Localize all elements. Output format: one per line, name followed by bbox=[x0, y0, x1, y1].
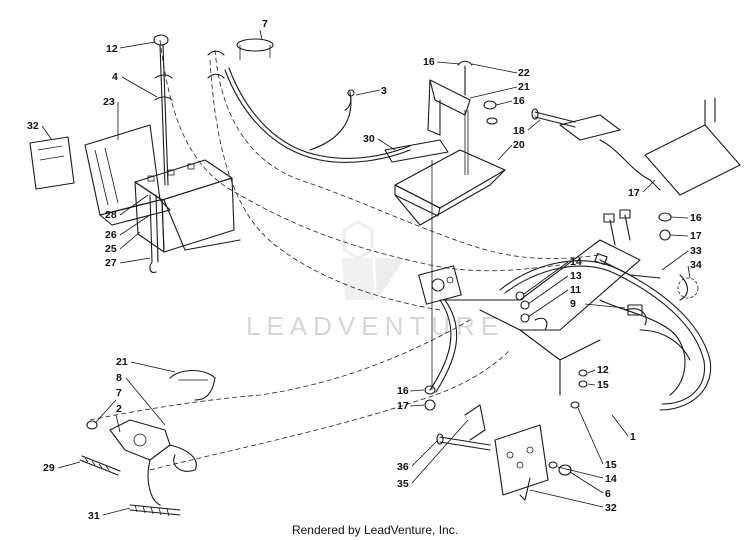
callout-23: 22 bbox=[518, 67, 530, 79]
callout-1: 1 bbox=[630, 431, 636, 443]
callout-7: 7 bbox=[116, 387, 122, 399]
callout-3: 3 bbox=[381, 85, 387, 97]
callout-15: 15 bbox=[597, 379, 609, 391]
callout-30: 31 bbox=[88, 510, 100, 522]
callout-24: 23 bbox=[103, 96, 115, 108]
callout-14b: 14 bbox=[605, 473, 617, 485]
callout-28: 28 bbox=[105, 209, 117, 221]
callout-12: 13 bbox=[570, 270, 582, 282]
battery-strap bbox=[153, 34, 274, 186]
callout-17b: 17 bbox=[690, 230, 702, 242]
callout-4: 4 bbox=[112, 71, 118, 83]
callout-32: 32 bbox=[27, 120, 39, 132]
callout-34: 33 bbox=[690, 245, 702, 257]
callout-20: 21 bbox=[116, 356, 128, 368]
headlight-bracket bbox=[531, 97, 741, 241]
battery bbox=[134, 159, 241, 273]
callout-17: 17 bbox=[397, 400, 409, 412]
callout-10: 9 bbox=[570, 298, 576, 310]
callout-16c: 16 bbox=[690, 212, 702, 224]
callout-11b: 11 bbox=[570, 284, 581, 296]
callout-33: 32 bbox=[605, 502, 617, 514]
watermark-brand: LEADVENTURE bbox=[246, 311, 504, 341]
callout-19: 18 bbox=[513, 125, 525, 137]
callout-8: 8 bbox=[116, 372, 122, 384]
watermark: LEADVENTURE bbox=[246, 220, 504, 341]
callout-22: 21 bbox=[518, 81, 530, 93]
callout-11: 12 bbox=[106, 43, 118, 55]
callout-26: 26 bbox=[105, 229, 117, 241]
callout-37: 36 bbox=[397, 461, 409, 473]
callout-16: 16 bbox=[423, 56, 435, 68]
callout-13: 14 bbox=[570, 256, 582, 268]
callout-2: 2 bbox=[116, 403, 122, 415]
callout-16b: 16 bbox=[513, 95, 525, 107]
footer-credit: Rendered by LeadVenture, Inc. bbox=[291, 523, 459, 537]
callout-29: 29 bbox=[43, 462, 55, 474]
callout-15b: 15 bbox=[605, 459, 617, 471]
callout-31: 30 bbox=[363, 133, 375, 145]
battery-bracket bbox=[384, 60, 506, 226]
callout-21: 20 bbox=[513, 139, 525, 151]
horn-assembly bbox=[79, 369, 216, 517]
callout-9: 7 bbox=[262, 18, 268, 30]
callouts: 12 4 23 32 7 3 28 26 25 27 30 16 22 21 1… bbox=[27, 18, 702, 522]
callout-36: 35 bbox=[397, 478, 409, 490]
battery-cover bbox=[29, 124, 171, 226]
callout-18: 17 bbox=[628, 187, 640, 199]
watermark-logo-icon bbox=[342, 220, 405, 300]
callout-25: 25 bbox=[105, 243, 117, 255]
callout-35: 34 bbox=[690, 259, 702, 271]
main-harness bbox=[499, 209, 712, 411]
callout-27: 27 bbox=[105, 257, 117, 269]
ground-strap bbox=[344, 89, 355, 111]
lower-bracket bbox=[436, 404, 572, 501]
callout-16d: 16 bbox=[397, 385, 409, 397]
callout-6: 6 bbox=[605, 488, 611, 500]
fasteners bbox=[424, 160, 588, 411]
callout-14: 12 bbox=[597, 364, 609, 376]
